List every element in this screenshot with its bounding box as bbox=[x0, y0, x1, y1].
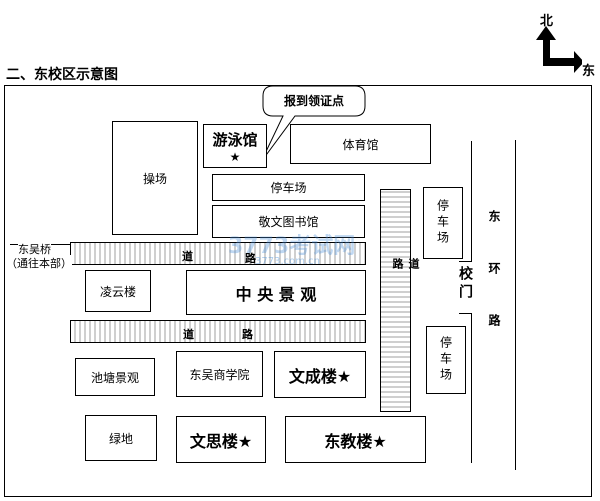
east-road-inner-line-top bbox=[471, 141, 472, 261]
watermark-url: 3773.com.cn bbox=[255, 256, 320, 267]
parking-right-bottom-label: 停车场 bbox=[438, 336, 453, 384]
wensi-building: 文思楼★ bbox=[176, 416, 266, 463]
parking-right-bottom: 停车场 bbox=[426, 326, 466, 394]
east-label: 东 bbox=[582, 64, 596, 79]
gym: 体育馆 bbox=[290, 124, 431, 164]
upper-road-char-2: 路 bbox=[245, 252, 256, 265]
parking-right-top-label: 停车场 bbox=[435, 199, 450, 247]
school-gate-label: 校门 bbox=[457, 266, 473, 302]
bridge-note: （通往本部） bbox=[6, 255, 72, 271]
east-ring-road-label: 东环路 bbox=[487, 210, 501, 366]
east-road-inner-line-bottom bbox=[471, 313, 472, 463]
upper-road bbox=[70, 242, 366, 265]
natatorium: 游泳馆 ★ bbox=[203, 124, 267, 168]
natatorium-star-icon: ★ bbox=[229, 149, 241, 164]
lower-road bbox=[70, 320, 366, 343]
vertical-road bbox=[380, 189, 411, 412]
north-label: 北 bbox=[540, 14, 554, 29]
dongwu-business-school: 东吴商学院 bbox=[176, 351, 263, 397]
parking-right-top: 停车场 bbox=[423, 187, 463, 259]
registration-point-label: 报到领证点 bbox=[283, 94, 344, 108]
greenland: 绿地 bbox=[85, 415, 157, 461]
vertical-road-label: 道路 bbox=[391, 258, 420, 317]
gate-tick-top bbox=[459, 261, 472, 262]
east-road-outer-line bbox=[515, 140, 516, 470]
upper-road-char-1: 道 bbox=[182, 250, 193, 263]
compass-arrow-icon bbox=[536, 26, 582, 73]
compass: 北 东 bbox=[534, 8, 596, 79]
bridge-name: 东吴桥 bbox=[18, 241, 51, 257]
natatorium-label: 游泳馆 bbox=[212, 130, 258, 149]
central-landscape: 中 央 景 观 bbox=[186, 270, 366, 315]
playground: 操场 bbox=[112, 121, 198, 235]
parking-top: 停车场 bbox=[212, 174, 365, 201]
pond-landscape: 池塘景观 bbox=[75, 358, 155, 396]
callout-bubble bbox=[260, 85, 366, 163]
lower-road-char-1: 道 bbox=[183, 328, 194, 341]
lower-road-char-2: 路 bbox=[242, 328, 253, 341]
wencheng-building: 文成楼★ bbox=[274, 351, 366, 398]
library: 敬文图书馆 bbox=[212, 205, 365, 238]
gate-tick-bottom bbox=[459, 313, 472, 314]
dongjiao-building: 东教楼★ bbox=[285, 416, 426, 463]
watermark-main: 3773考试网 bbox=[228, 234, 356, 259]
map-title: 二、东校区示意图 bbox=[6, 67, 118, 83]
dongwu-bridge: 东吴桥 （通往本部） bbox=[6, 236, 72, 272]
lingyun-building: 凌云楼 bbox=[85, 270, 151, 312]
